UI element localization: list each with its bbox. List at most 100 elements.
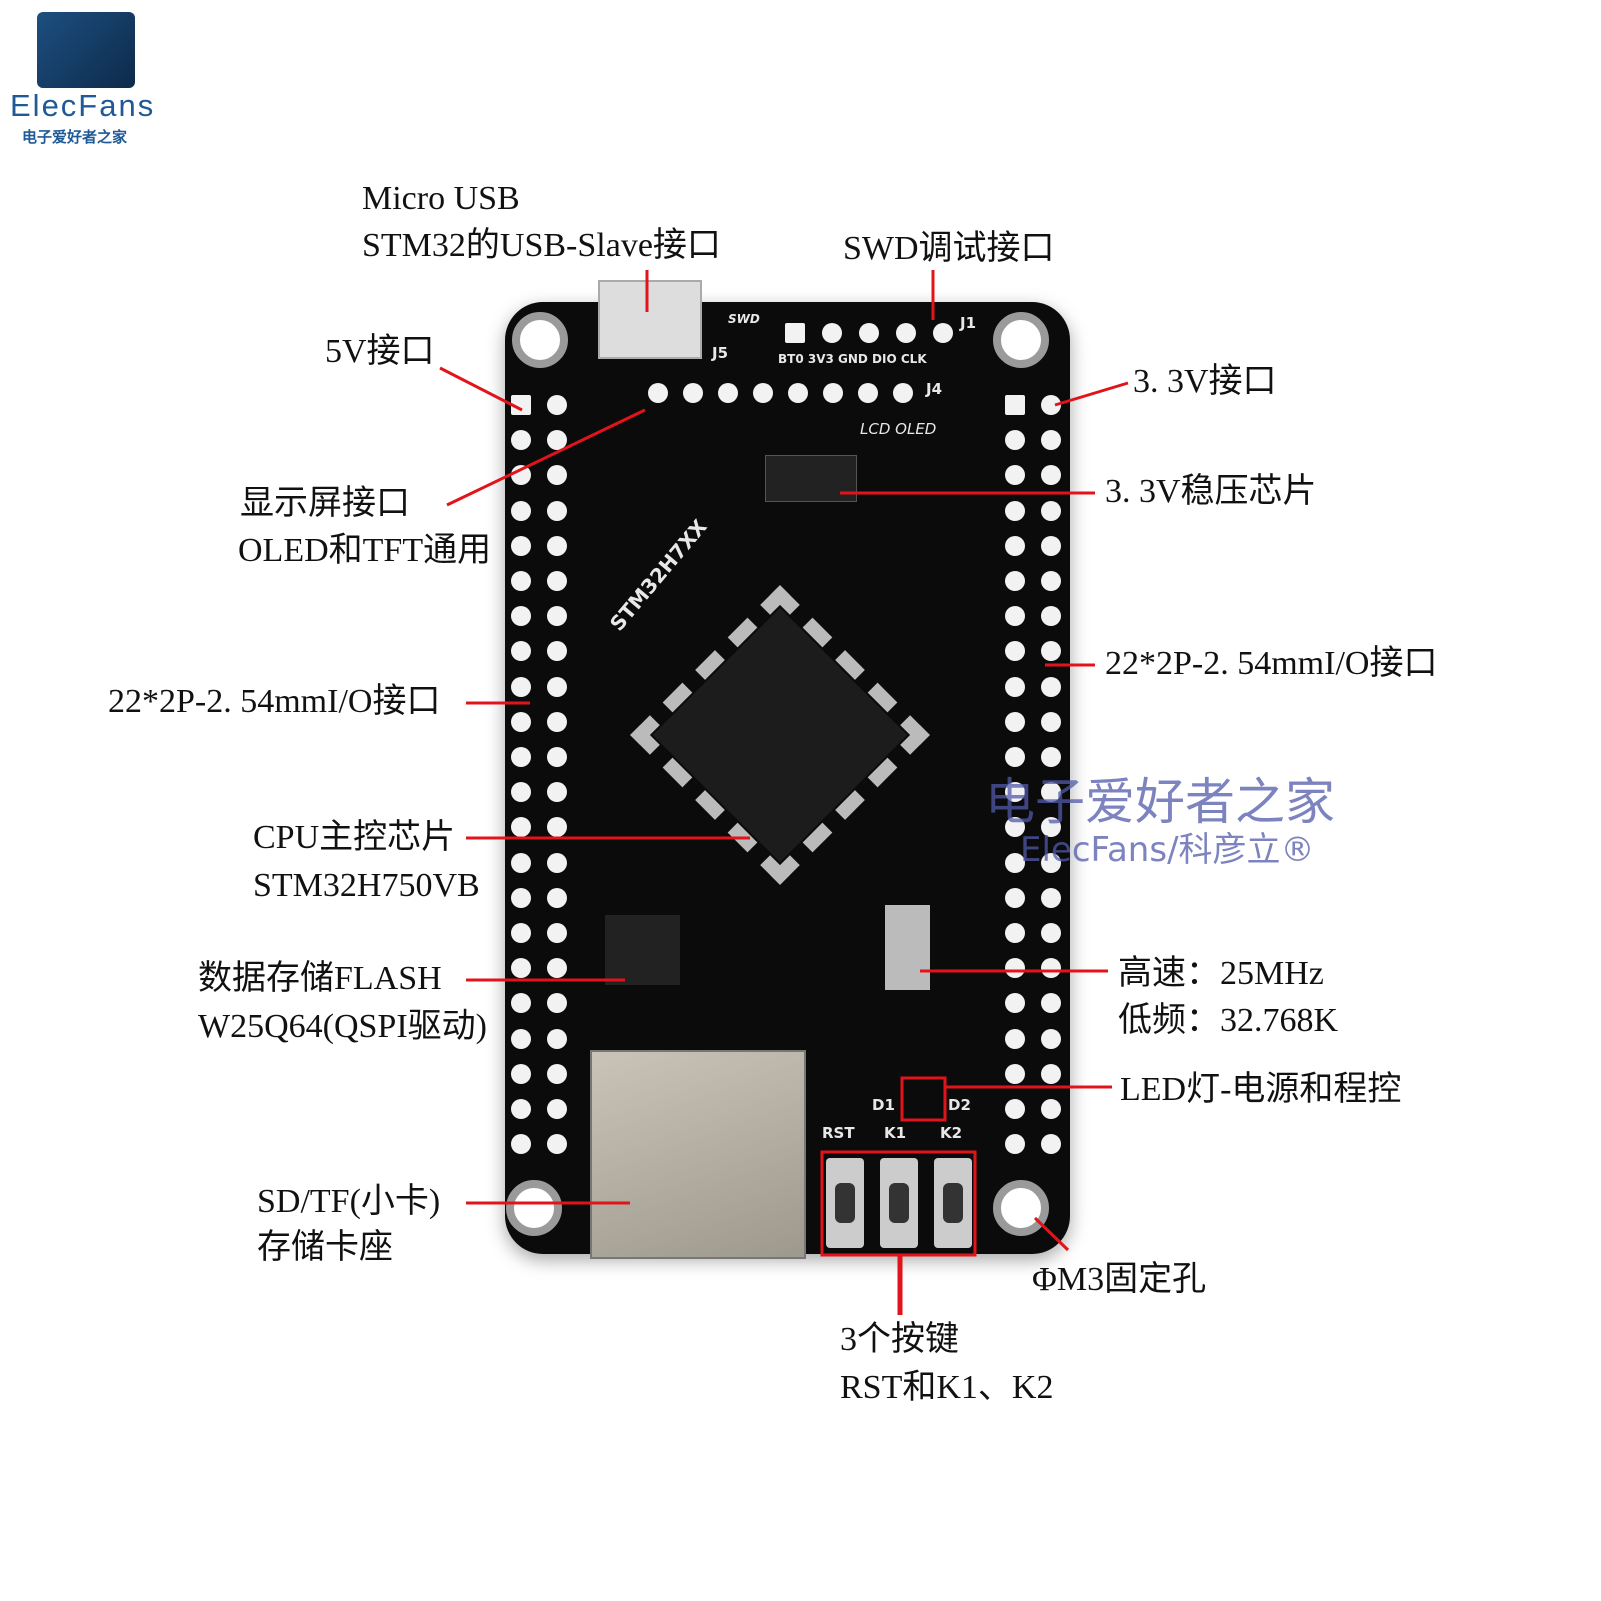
label-display-1: 显示屏接口: [240, 485, 410, 522]
header-pin: [788, 383, 808, 403]
header-pin: [1041, 641, 1061, 662]
header-pin: [511, 1134, 531, 1155]
header-pin: [1005, 993, 1025, 1014]
header-pin: [1041, 535, 1061, 556]
logo-text: ElecFans: [10, 88, 156, 123]
header-pin: [547, 465, 567, 486]
k2-button[interactable]: [934, 1158, 972, 1248]
header-pin: [1005, 1063, 1025, 1084]
label-io-right: 22*2P-2. 54mmI/O接口: [1105, 645, 1438, 682]
header-pin: [511, 676, 531, 697]
header-pin: [893, 383, 913, 403]
header-pin: [648, 383, 668, 403]
header-pin: [1005, 747, 1025, 767]
silk-j5: J5: [712, 344, 729, 362]
silk-rst: RST: [822, 1124, 855, 1142]
header-pin: [683, 383, 703, 403]
header-pin: [547, 641, 567, 662]
header-pin: [1041, 711, 1061, 732]
header-pin: [511, 923, 531, 943]
header-pin: [511, 395, 531, 415]
header-pin: [511, 887, 531, 908]
k1-button[interactable]: [880, 1158, 918, 1248]
mount-hole: [993, 312, 1049, 368]
header-pin: [511, 852, 531, 873]
label-usb-1: Micro USB: [362, 180, 520, 217]
leader-hole: [1033, 1216, 1070, 1252]
header-pin: [511, 641, 531, 662]
label-hole: ΦM3固定孔: [1032, 1261, 1207, 1298]
header-pin: [1005, 923, 1025, 943]
micro-usb-connector: [598, 280, 702, 359]
silk-k1: K1: [884, 1124, 907, 1142]
header-pin: [1005, 676, 1025, 697]
header-pin: [547, 1099, 567, 1119]
header-pin: [1005, 817, 1025, 838]
label-5v: 5V接口: [325, 333, 435, 370]
header-pin: [753, 383, 773, 403]
header-pin: [511, 958, 531, 979]
header-pin: [859, 323, 879, 343]
label-sd-1: SD/TF(小卡): [257, 1183, 441, 1220]
header-pin: [1005, 641, 1025, 662]
header-pin: [933, 323, 953, 343]
silk-swd: SWD: [728, 312, 760, 326]
leader-display: [446, 408, 646, 507]
header-pin: [1005, 887, 1025, 908]
label-crystal-1: 高速：25MHz: [1118, 955, 1324, 992]
header-pin: [511, 993, 531, 1014]
header-pin: [785, 323, 805, 343]
label-sd-2: 存储卡座: [257, 1229, 393, 1266]
leader-5v: [439, 366, 523, 412]
header-pin: [1005, 465, 1025, 486]
header-pin: [547, 1028, 567, 1049]
header-pin: [511, 711, 531, 732]
silk-j4: J4: [926, 380, 943, 398]
label-3v3: 3. 3V接口: [1133, 363, 1277, 400]
header-pin: [718, 383, 738, 403]
silk-j1: J1: [960, 314, 977, 332]
header-pin: [1041, 430, 1061, 451]
header-pin: [1005, 395, 1025, 415]
header-pin: [1041, 1134, 1061, 1155]
label-cpu-2: STM32H750VB: [253, 867, 480, 904]
silk-k2: K2: [940, 1124, 963, 1142]
header-pin: [547, 923, 567, 943]
rst-button[interactable]: [826, 1158, 864, 1248]
header-pin: [1041, 676, 1061, 697]
header-pin: [547, 782, 567, 803]
header-pin: [1041, 782, 1061, 803]
header-pin: [547, 993, 567, 1014]
header-pin: [1041, 817, 1061, 838]
header-pin: [1041, 923, 1061, 943]
header-pin: [1005, 571, 1025, 591]
header-pin: [511, 430, 531, 451]
label-crystal-2: 低频：32.768K: [1118, 1002, 1339, 1039]
header-pin: [511, 1028, 531, 1049]
silk-d2: D2: [948, 1096, 971, 1114]
watermark-cn: 电子爱好者之家: [985, 773, 1335, 831]
header-pin: [547, 817, 567, 838]
mount-hole: [993, 1180, 1049, 1236]
header-pin: [1041, 1028, 1061, 1049]
header-pin: [1005, 1099, 1025, 1119]
header-pin: [547, 430, 567, 451]
header-pin: [511, 535, 531, 556]
header-pin: [547, 535, 567, 556]
header-pin: [822, 323, 842, 343]
header-pin: [511, 606, 531, 627]
header-pin: [511, 1099, 531, 1119]
header-pin: [547, 606, 567, 627]
header-pin: [511, 1063, 531, 1084]
header-pin: [1041, 500, 1061, 521]
header-pin: [1005, 782, 1025, 803]
label-io-left: 22*2P-2. 54mmI/O接口: [108, 683, 441, 720]
leader-3v3: [1054, 381, 1129, 407]
mount-hole: [512, 312, 568, 368]
label-led: LED灯-电源和程控: [1120, 1071, 1402, 1108]
header-pin: [1005, 1134, 1025, 1155]
silk-swd-pins: BT0 3V3 GND DIO CLK: [778, 352, 927, 366]
header-pin: [1041, 395, 1061, 415]
header-pin: [1005, 535, 1025, 556]
